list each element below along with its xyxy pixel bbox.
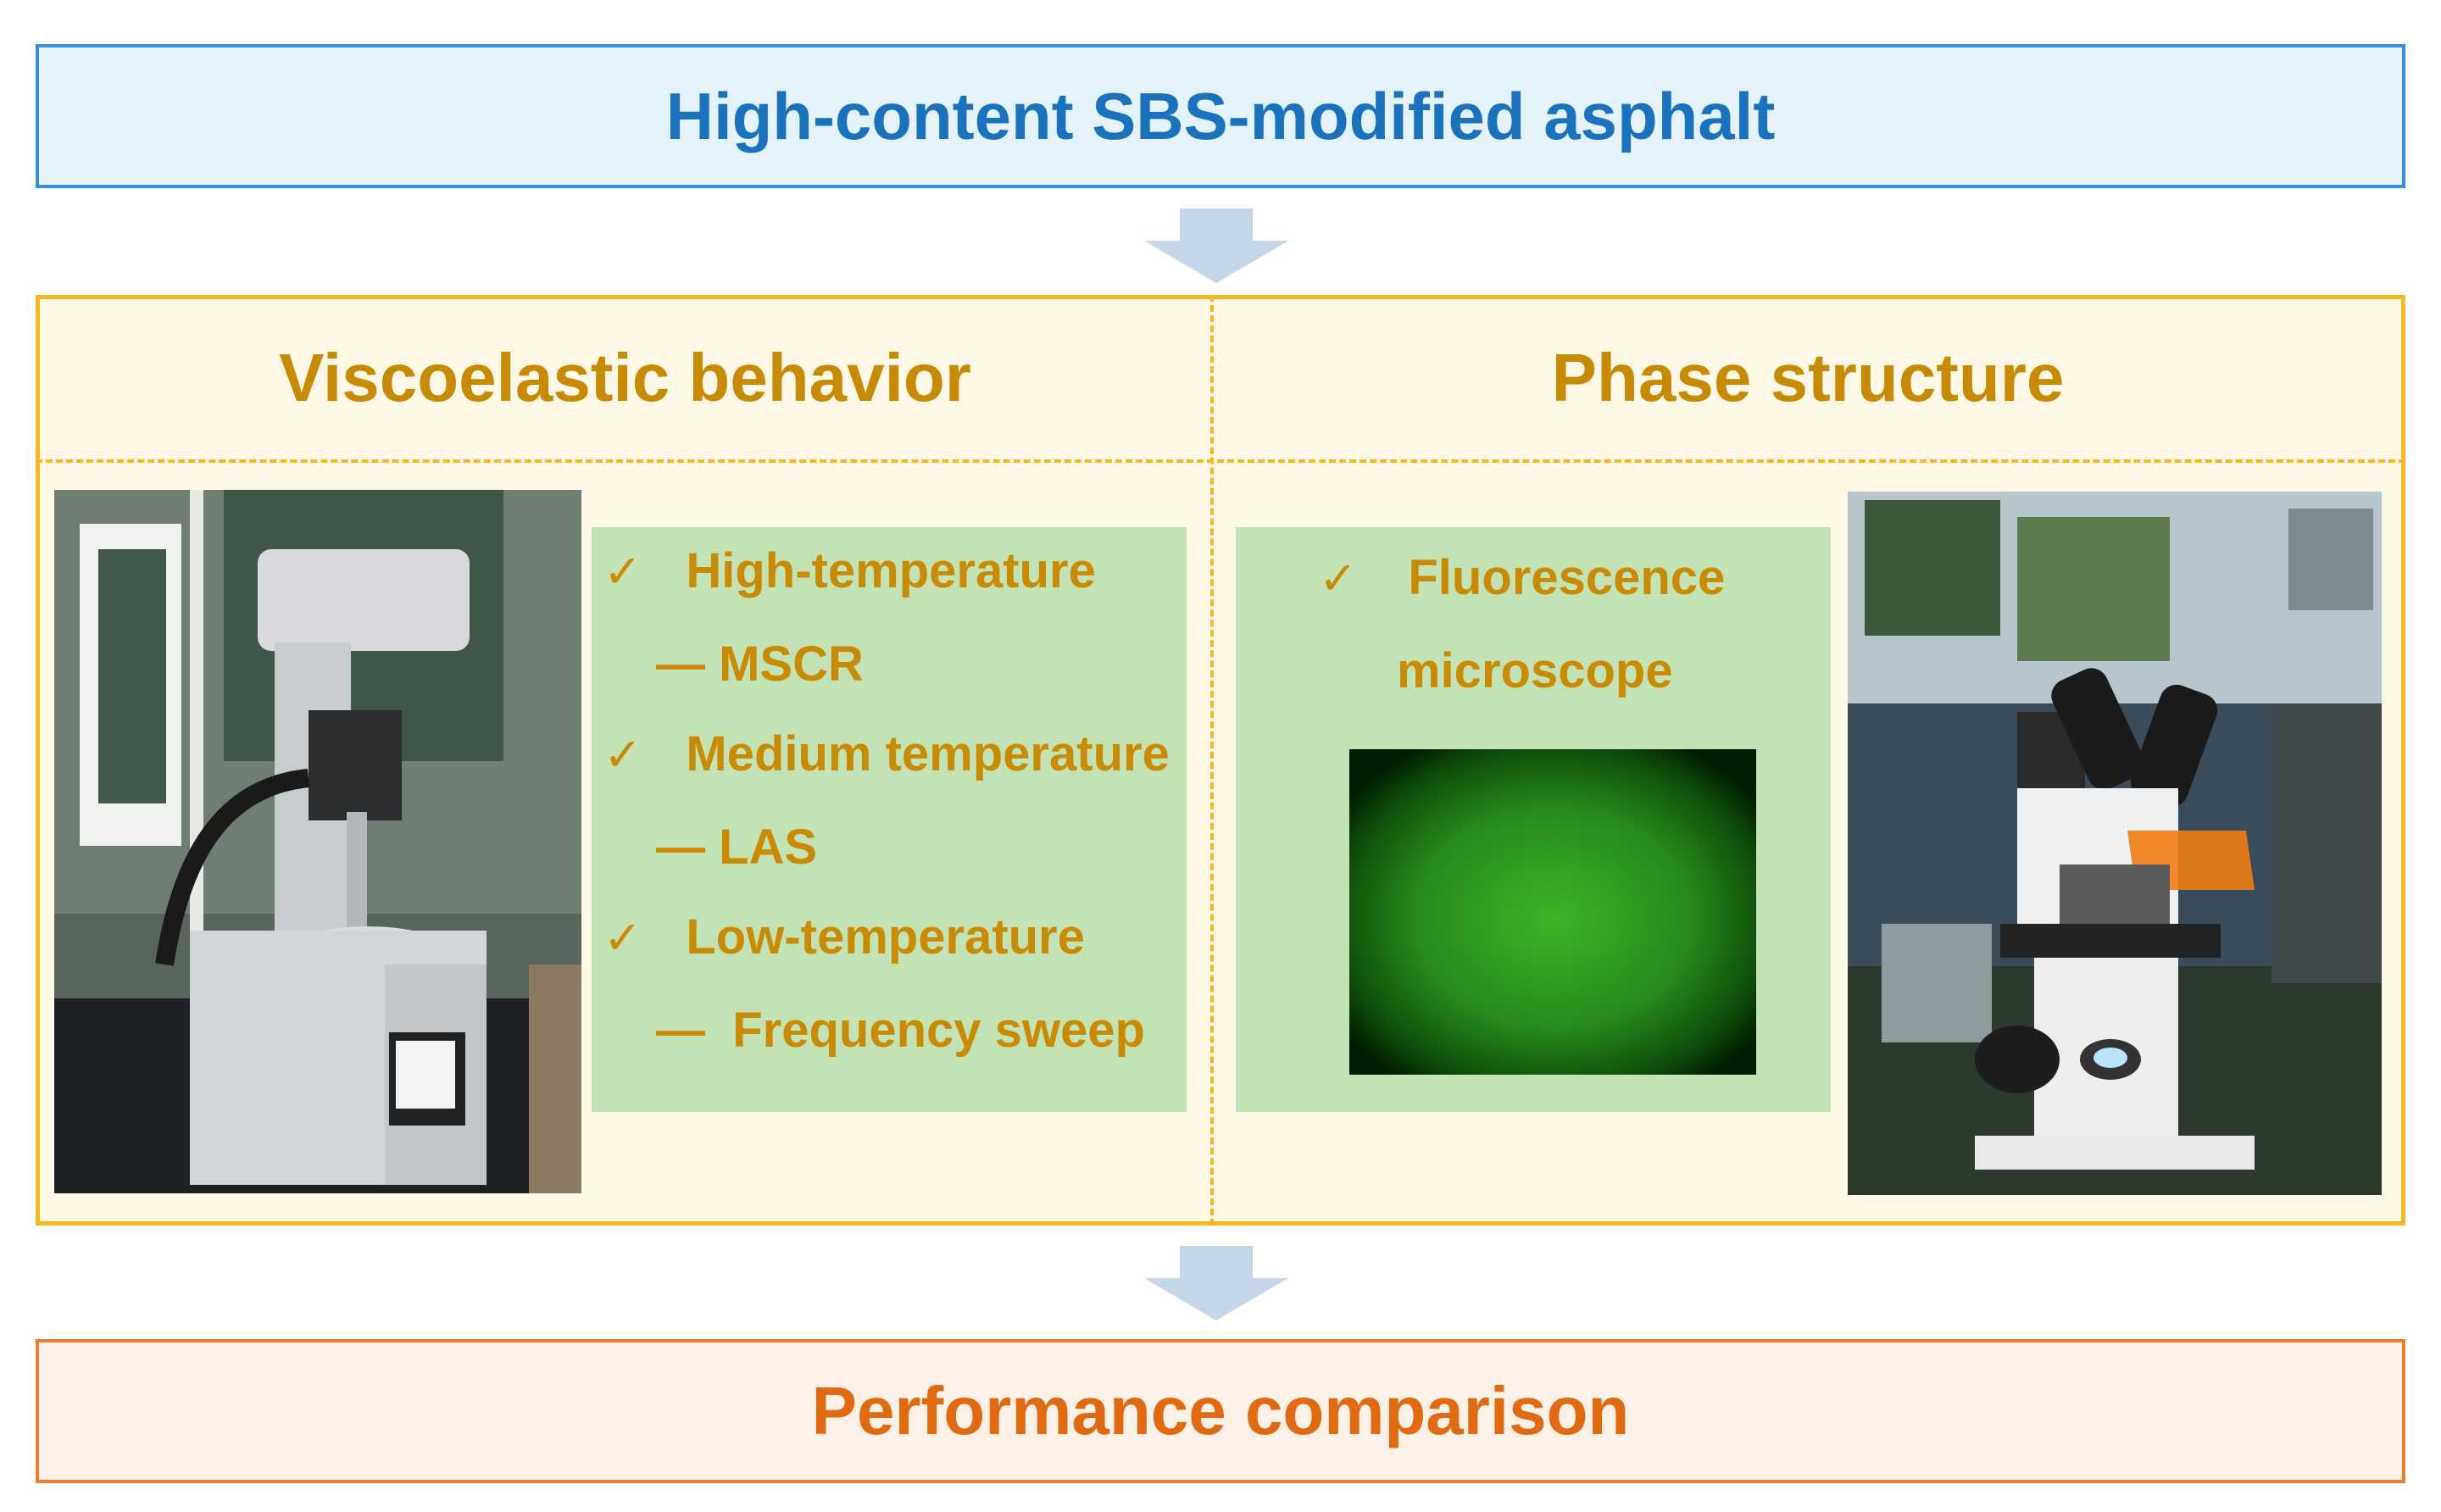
phase-title: Phase structure — [1551, 340, 2065, 415]
list-item: ✓ High-temperature — [603, 543, 1096, 598]
viscoelastic-list — [592, 527, 1187, 1112]
checkmark-icon: ✓ — [603, 730, 642, 781]
viscoelastic-title: Viscoelastic behavior — [279, 340, 971, 415]
bottom-title: Performance comparison — [811, 1373, 1630, 1448]
bottom-box: Performance comparison — [36, 1339, 2405, 1483]
checkmark-icon: ✓ — [603, 547, 642, 598]
down-arrow-icon — [1144, 208, 1288, 283]
fluorescence-image — [1349, 749, 1756, 1075]
checkmark-icon: ✓ — [603, 913, 642, 964]
method-label: — MSCR — [656, 636, 864, 692]
list-item: ✓ Medium temperature — [603, 726, 1170, 781]
top-box: High-content SBS-modified asphalt — [36, 44, 2405, 188]
down-arrow-icon — [1144, 1246, 1288, 1320]
panel-divider-vertical — [1210, 295, 1214, 1226]
microscope-photo — [1848, 492, 2382, 1195]
method-label: — Frequency sweep — [656, 1003, 1145, 1058]
panel-divider-horizontal — [36, 459, 2405, 463]
list-item: ✓ Fluorescence — [1319, 550, 1726, 605]
checkmark-icon: ✓ — [1319, 553, 1358, 604]
method-label: — LAS — [656, 820, 818, 875]
top-title: High-content SBS-modified asphalt — [665, 78, 1776, 153]
list-item: ✓ Low-temperature — [603, 909, 1085, 964]
list-item-continued: microscope — [1397, 643, 1673, 698]
rheometer-photo — [54, 490, 581, 1193]
